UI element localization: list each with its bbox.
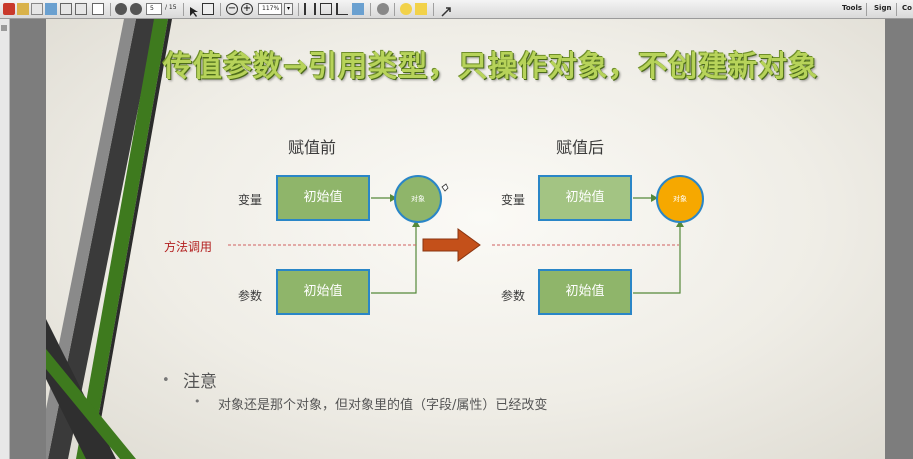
bottom-green-wedge	[46, 349, 136, 459]
email-icon[interactable]	[92, 3, 104, 15]
before-var-label: 变量	[238, 193, 263, 207]
highlight-icon[interactable]	[415, 3, 427, 15]
expand-icon[interactable]	[440, 3, 452, 17]
edit-icon[interactable]	[31, 3, 43, 15]
fit-width-icon[interactable]	[304, 3, 316, 15]
left-panel-strip	[0, 19, 10, 459]
after-param-label: 参数	[501, 289, 526, 303]
sign-button[interactable]: Sign	[874, 4, 892, 12]
page-up-icon[interactable]	[115, 3, 127, 15]
select-tool-icon[interactable]	[188, 3, 200, 17]
thin-dark-stripe	[91, 19, 172, 459]
comment-button[interactable]: Co	[902, 4, 912, 12]
before-param-box: 初始值	[276, 269, 370, 315]
param-to-object-arrow-before	[371, 226, 417, 294]
after-var-box: 初始值	[538, 175, 632, 221]
cursor-icon	[441, 183, 449, 192]
before-param-label: 参数	[238, 289, 263, 303]
bullet-main: 注意	[183, 372, 217, 392]
save-icon[interactable]	[60, 3, 72, 15]
after-param-box: 初始值	[538, 269, 632, 315]
before-heading: 赋值前	[288, 138, 337, 157]
tools-button[interactable]: Tools	[842, 4, 863, 12]
before-object-circle: 对象	[394, 175, 442, 223]
read-mode-icon[interactable]	[377, 3, 389, 15]
slide-title: 传值参数→引用类型，只操作对象，不创建新对象	[163, 49, 819, 83]
after-heading: 赋值后	[556, 138, 605, 157]
page-total: / 15	[165, 4, 177, 11]
cloud-icon[interactable]	[45, 3, 57, 15]
rotate-icon[interactable]	[336, 3, 348, 15]
comment-icon[interactable]	[400, 3, 412, 15]
page-down-icon[interactable]	[130, 3, 142, 15]
create-pdf-icon[interactable]	[3, 3, 15, 15]
fit-page-icon[interactable]	[320, 3, 332, 15]
zoom-dropdown-icon[interactable]: ▾	[284, 3, 293, 15]
after-object-circle: 对象	[656, 175, 704, 223]
open-icon[interactable]	[17, 3, 29, 15]
print-icon[interactable]	[75, 3, 87, 15]
zoom-in-icon[interactable]: +	[241, 3, 253, 15]
after-var-label: 变量	[501, 193, 526, 207]
sub-bullet-dot: •	[194, 395, 201, 408]
zoom-out-icon[interactable]: −	[226, 3, 238, 15]
panel-toggle-icon[interactable]	[1, 25, 7, 31]
full-screen-icon[interactable]	[352, 3, 364, 15]
dark-stripe	[48, 19, 156, 459]
bullet-dot: •	[162, 373, 170, 388]
bullet-sub: 对象还是那个对象，但对象里的值（字段/属性）已经改变	[218, 398, 548, 413]
green-stripe	[76, 19, 168, 459]
viewer-toolbar: 5 / 15 − + 117% ▾ Tools Sign Co	[0, 0, 913, 19]
param-to-object-arrow-after	[633, 226, 681, 294]
method-call-label: 方法调用	[164, 240, 213, 254]
slide-graphics	[46, 19, 684, 459]
before-var-box: 初始值	[276, 175, 370, 221]
marquee-zoom-icon[interactable]	[202, 3, 214, 15]
grey-stripe	[46, 19, 136, 459]
page-number-input[interactable]: 5	[146, 3, 162, 15]
slide-page: 传值参数→引用类型，只操作对象，不创建新对象 赋值前 变量 参数 初始值 初始值…	[46, 19, 885, 459]
transition-arrow	[422, 228, 481, 262]
zoom-level-input[interactable]: 117%	[258, 3, 282, 15]
